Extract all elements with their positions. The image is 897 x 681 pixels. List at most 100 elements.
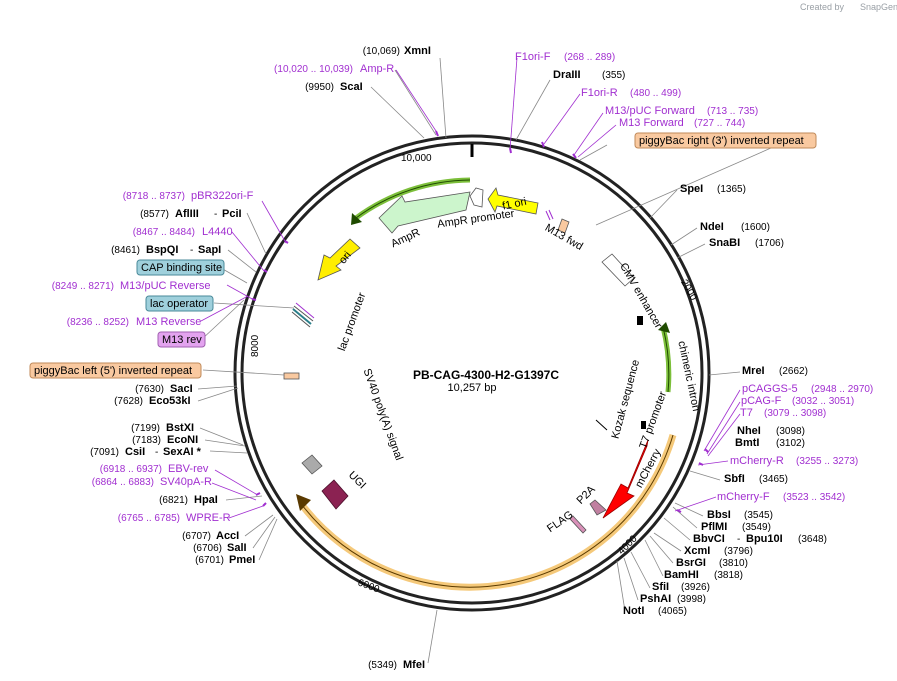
lac-operator-label: lac operator: [150, 298, 208, 310]
p2a-arrow: [589, 499, 607, 516]
site-scai-name: ScaI: [340, 81, 363, 93]
ampr-outer-arc-core: [355, 179, 471, 219]
site-sfii-pos: (3926): [681, 582, 710, 593]
site-sapi-name: SapI: [198, 244, 221, 256]
label-lac-promoter: lac promoter: [336, 291, 368, 353]
cap-site-label: CAP binding site: [141, 262, 222, 274]
site-csii-pos: (7091): [90, 447, 119, 458]
primer-l4440-name: L4440: [202, 226, 233, 238]
site-bmti-name: BmtI: [735, 437, 759, 449]
site-bspqi-sep: -: [190, 245, 193, 256]
primer-mcherry-f-name: mCherry-F: [717, 491, 770, 503]
site-draiii-name: DraIII: [553, 69, 581, 81]
primer-ebv-rev-name: EBV-rev: [168, 463, 209, 475]
primer-m13-rev-pos: (8236 .. 8252): [67, 317, 129, 328]
site-snabi-pos: (1706): [755, 238, 784, 249]
site-pmei-name: PmeI: [229, 554, 255, 566]
site-bbsi-pos: (3545): [744, 510, 773, 521]
ampr-arrow: [378, 191, 471, 234]
primer-f1ori-r-pos: (480 .. 499): [630, 88, 681, 99]
primer-ring-marks: [251, 130, 709, 513]
tick-10000: 10,000: [401, 153, 432, 164]
site-pshai-name: PshAI: [640, 593, 671, 605]
site-pmei-pos: (6701): [195, 555, 224, 566]
label-t7-promoter: T7 promoter: [637, 390, 669, 451]
primer-mcherry-r-pos: (3255 .. 3273): [796, 456, 858, 467]
ampr-outer-arc-head: [351, 213, 362, 225]
insert-arc-head: [296, 494, 311, 511]
ampr-promoter-arrow: [469, 187, 484, 208]
primer-f1ori-r-name: F1ori-R: [581, 87, 618, 99]
primer-pbr322-pos: (8718 .. 8737): [123, 191, 185, 202]
intron-marker: [637, 316, 643, 325]
site-bstxi-pos: (7199): [131, 423, 160, 434]
watermark-brand: SnapGene: [860, 2, 897, 12]
lac-region: [291, 302, 315, 328]
site-bpu10i-name: Bpu10I: [746, 533, 783, 545]
site-acci-pos: (6707): [182, 531, 211, 542]
site-snabi-name: SnaBI: [709, 237, 740, 249]
site-pflmi-pos: (3549): [742, 522, 771, 533]
site-afliii-sep: -: [214, 209, 217, 220]
site-nhei-pos: (3098): [776, 426, 805, 437]
site-saci-pos: (7630): [135, 384, 164, 395]
site-xcmi-pos: (3796): [724, 546, 753, 557]
primer-m13puc-fwd-name: M13/pUC Forward: [605, 105, 695, 117]
site-pflmi-name: PflMI: [701, 521, 727, 533]
site-eco53ki-pos: (7628): [114, 396, 143, 407]
primer-ampr-name: Amp-R: [360, 63, 394, 75]
pb-right-label: piggyBac right (3') inverted repeat: [639, 135, 804, 147]
primer-lines: [200, 57, 741, 519]
pb-left-label-box: [29, 362, 202, 379]
site-csii-sep: -: [155, 447, 158, 458]
primer-t7-pos: (3079 .. 3098): [764, 408, 826, 419]
primer-pbr322-name: pBR322ori-F: [191, 190, 254, 202]
primer-f1ori-f-pos: (268 .. 289): [564, 52, 615, 63]
primer-m13puc-fwd-pos: (713 .. 735): [707, 106, 758, 117]
site-bamhi-name: BamHI: [664, 569, 699, 581]
site-spei-pos: (1365): [717, 184, 746, 195]
ugi-arrow: [321, 479, 349, 510]
site-bmti-pos: (3102): [776, 438, 805, 449]
site-bsrgi-name: BsrGI: [676, 557, 706, 569]
site-sfii-name: SfiI: [652, 581, 669, 593]
sv40-box: [301, 454, 323, 475]
site-nhei-name: NheI: [737, 425, 761, 437]
leader-lines: [197, 57, 788, 664]
site-draiii-pos: (355): [602, 70, 625, 81]
cmv-box: [601, 253, 635, 287]
primer-mcherry-f-pos: (3523 .. 3542): [783, 492, 845, 503]
label-chimeric-intron: chimeric intron: [675, 340, 702, 412]
primer-m13-rev-name: M13 Reverse: [136, 316, 201, 328]
site-saci-name: SacI: [170, 383, 193, 395]
primer-m13-fwd-name: M13 Forward: [619, 117, 684, 129]
primer-pcagf-pos: (3032 .. 3051): [792, 396, 854, 407]
site-afliii-name: AflIII: [175, 208, 199, 220]
mcherry-arrow: [602, 439, 649, 519]
site-sbfi-pos: (3465): [759, 474, 788, 485]
site-bbvci-sep: -: [737, 534, 740, 545]
label-sv40: SV40 poly(A) signal: [361, 367, 405, 462]
site-mrei-name: MreI: [742, 365, 765, 377]
primer-m13puc-rev-name: M13/pUC Reverse: [120, 280, 210, 292]
site-noti-pos: (4065): [658, 606, 687, 617]
site-bsrgi-pos: (3810): [719, 558, 748, 569]
pb-left-box: [283, 372, 300, 380]
site-pshai-pos: (3998): [677, 594, 706, 605]
site-ndei-name: NdeI: [700, 221, 724, 233]
site-afliii-pos: (8577): [140, 209, 169, 220]
flag-arrow: [569, 515, 587, 534]
site-xmni-name: XmnI: [404, 45, 431, 57]
site-mrei-pos: (2662): [779, 366, 808, 377]
primer-m13puc-rev-pos: (8249 .. 8271): [52, 281, 114, 292]
kozak-marker: [595, 419, 608, 431]
ori-arrow: [317, 238, 361, 281]
site-xcmi-name: XcmI: [684, 545, 710, 557]
pb-right-label-box: [634, 132, 817, 149]
site-hpai-pos: (6821): [159, 495, 188, 506]
primer-ebv-rev-pos: (6918 .. 6937): [100, 464, 162, 475]
site-csii-name: CsiI: [125, 446, 145, 458]
label-f1ori: f1 ori: [501, 196, 527, 213]
primer-t7-name: T7: [740, 407, 753, 419]
